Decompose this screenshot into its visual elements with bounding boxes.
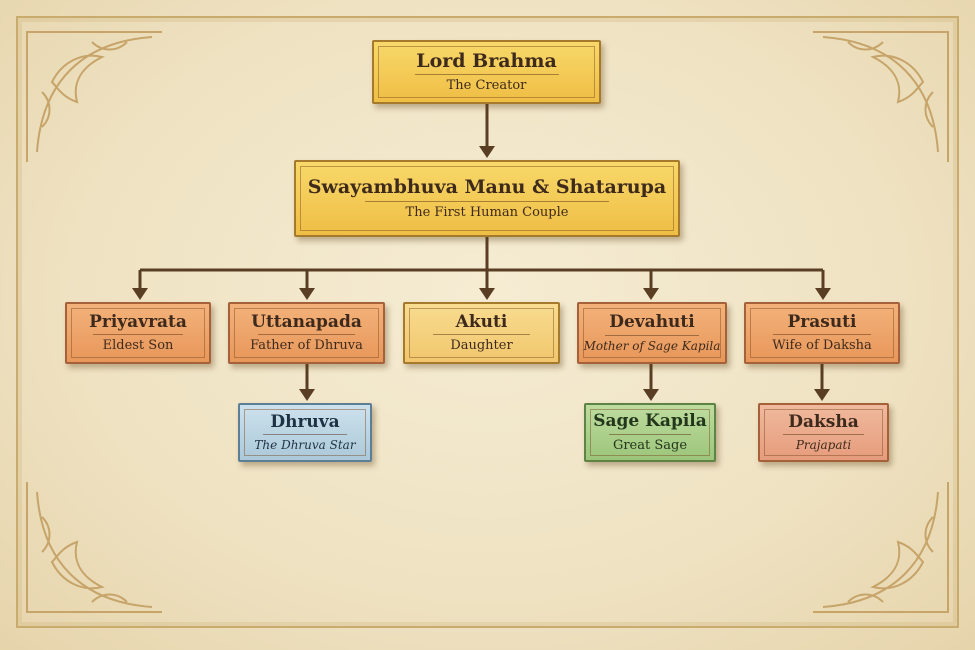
divider [364, 200, 610, 202]
arrowhead-icon [299, 288, 315, 300]
node-name: Devahuti [609, 312, 695, 333]
node-subtitle: The Creator [446, 78, 527, 94]
divider [432, 334, 531, 336]
divider [609, 433, 691, 435]
divider [414, 74, 559, 76]
node-name: Uttanapada [251, 311, 362, 332]
node-brahma: Lord Brahma The Creator [372, 40, 601, 104]
node-manu-shatarupa: Swayambhuva Manu & Shatarupa The First H… [294, 160, 680, 237]
node-name: Dhruva [270, 411, 340, 432]
arrowhead-icon [132, 288, 148, 300]
ornamental-frame [16, 16, 959, 628]
arrowhead-icon [814, 389, 830, 401]
divider [782, 434, 865, 436]
node-akuti: Akuti Daughter [403, 302, 560, 364]
arrowhead-icon [479, 146, 495, 158]
node-subtitle: Father of Dhruva [250, 338, 363, 354]
divider [773, 334, 871, 336]
node-uttanapada: Uttanapada Father of Dhruva [228, 302, 385, 364]
node-subtitle: The First Human Couple [405, 204, 569, 220]
node-prasuti: Prasuti Wife of Daksha [744, 302, 900, 364]
arrowhead-icon [643, 288, 659, 300]
node-sage-kapila: Sage Kapila Great Sage [584, 403, 716, 462]
arrowhead-icon [299, 389, 315, 401]
node-subtitle: Prajapati [795, 438, 852, 453]
node-name: Daksha [788, 411, 859, 432]
flourish-bottom-right-icon [813, 482, 949, 613]
node-subtitle: Great Sage [612, 437, 688, 453]
flourish-top-left-icon [26, 31, 162, 162]
node-devahuti: Devahuti Mother of Sage Kapila [577, 302, 727, 364]
node-subtitle: The Dhruva Star [254, 438, 356, 453]
node-name: Swayambhuva Manu & Shatarupa [307, 176, 667, 199]
node-daksha: Daksha Prajapati [758, 403, 889, 462]
node-name: Sage Kapila [593, 411, 707, 432]
node-name: Lord Brahma [416, 49, 557, 72]
divider [605, 334, 699, 336]
node-subtitle: Wife of Daksha [772, 338, 872, 354]
node-name: Priyavrata [89, 311, 187, 332]
node-subtitle: Eldest Son [102, 338, 174, 354]
arrowhead-icon [479, 288, 495, 300]
divider [257, 334, 356, 336]
arrowhead-icon [815, 288, 831, 300]
flourish-top-right-icon [813, 31, 949, 162]
node-subtitle: Daughter [450, 338, 513, 354]
node-subtitle: Mother of Sage Kapila [583, 338, 721, 353]
node-dhruva: Dhruva The Dhruva Star [238, 403, 372, 462]
node-name: Akuti [455, 311, 508, 332]
arrowhead-icon [643, 389, 659, 401]
divider [263, 434, 347, 436]
node-priyavrata: Priyavrata Eldest Son [65, 302, 211, 364]
node-name: Prasuti [787, 311, 857, 332]
flourish-bottom-left-icon [26, 482, 162, 613]
divider [92, 334, 184, 336]
